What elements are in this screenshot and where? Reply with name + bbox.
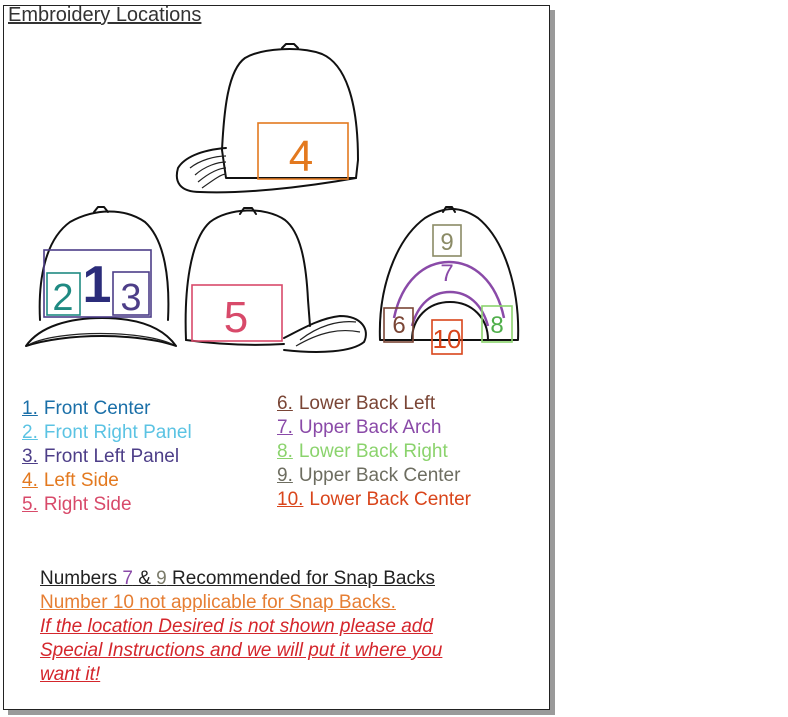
zone-left-side [257, 122, 349, 180]
legend-item-left-side: 4.Left Side [22, 469, 192, 493]
zone-label-8: 8 [490, 312, 503, 339]
legend-label: Lower Back Left [298, 393, 436, 414]
zone-label-2: 2 [52, 277, 73, 319]
legend-number: 1. [22, 398, 38, 419]
cap-back-view: 9 7 6 8 10 [378, 206, 520, 355]
zone-front-right-panel [46, 272, 81, 316]
zone-right-side [191, 284, 283, 342]
zone-lower-back-right [481, 305, 513, 343]
zone-label-4: 4 [289, 132, 313, 181]
legend-label: Upper Back Center [298, 465, 461, 486]
cap-front-view: 2 1 3 [25, 206, 177, 347]
zone-lower-back-left [383, 307, 414, 343]
not-applicable-note: Number 10 not applicable for Snap Backs. [40, 592, 396, 613]
legend-number: 2. [22, 422, 38, 443]
notes-block: Numbers 7 & 9 Recommended for Snap Backs… [40, 567, 442, 687]
legend-item-front-right-panel: 2.Front Right Panel [22, 421, 192, 445]
legend-number: 10. [277, 489, 304, 510]
zone-front-center [43, 249, 152, 318]
zone-label-3: 3 [120, 277, 141, 319]
zone-lower-back-center [431, 319, 463, 355]
legend-left: 1.Front Center 2.Front Right Panel 3.Fro… [22, 397, 192, 517]
legend-label: Lower Back Center [309, 489, 471, 510]
legend-item-front-left-panel: 3.Front Left Panel [22, 445, 192, 469]
legend-label: Right Side [43, 494, 132, 515]
zone-front-left-panel [112, 271, 150, 316]
legend-number: 7. [277, 417, 293, 438]
legend-number: 3. [22, 446, 38, 467]
zone-label-5: 5 [224, 293, 248, 342]
legend-item-upper-back-arch: 7.Upper Back Arch [277, 416, 471, 440]
legend-item-upper-back-center: 9.Upper Back Center [277, 464, 471, 488]
snap-back-recommendation: Numbers 7 & 9 Recommended for Snap Backs [40, 567, 442, 591]
cap-left-side-view: 4 [175, 43, 359, 194]
special-instructions-line: Special Instructions and we will put it … [40, 640, 443, 661]
legend-number: 9. [277, 465, 293, 486]
legend-number: 5. [22, 494, 38, 515]
zone-label-7: 7 [440, 260, 453, 287]
note-number-7: 7 [122, 568, 133, 589]
page-title: Embroidery Locations [8, 4, 202, 26]
legend-number: 8. [277, 441, 293, 462]
special-instructions-line: want it! [40, 664, 101, 685]
legend-number: 6. [277, 393, 293, 414]
zone-label-10: 10 [433, 324, 462, 354]
zone-label-6: 6 [392, 312, 405, 339]
note-number-9: 9 [156, 568, 167, 589]
zone-upper-back-arch [392, 260, 506, 319]
legend-label: Front Left Panel [43, 446, 180, 467]
legend-number: 4. [22, 470, 38, 491]
special-instructions-line: If the location Desired is not shown ple… [40, 616, 433, 637]
cap-right-side-view: 5 [184, 207, 367, 353]
legend-label: Lower Back Right [298, 441, 448, 462]
legend-item-lower-back-right: 8.Lower Back Right [277, 440, 471, 464]
note-text: Recommended for Snap Backs [166, 568, 435, 589]
legend-label: Left Side [43, 470, 119, 491]
legend-right: 6.Lower Back Left 7.Upper Back Arch 8.Lo… [277, 392, 471, 512]
note-text: Numbers [40, 568, 123, 589]
legend-label: Front Right Panel [43, 422, 192, 443]
legend-label: Front Center [43, 398, 151, 419]
legend-item-lower-back-center: 10.Lower Back Center [277, 488, 471, 512]
zone-label-9: 9 [440, 229, 453, 256]
note-text: & [132, 568, 157, 589]
zone-upper-back-center [432, 224, 462, 257]
zone-label-1: 1 [83, 256, 112, 314]
legend-item-right-side: 5.Right Side [22, 493, 192, 517]
legend-item-front-center: 1.Front Center [22, 397, 192, 421]
legend-item-lower-back-left: 6.Lower Back Left [277, 392, 471, 416]
legend-label: Upper Back Arch [298, 417, 442, 438]
